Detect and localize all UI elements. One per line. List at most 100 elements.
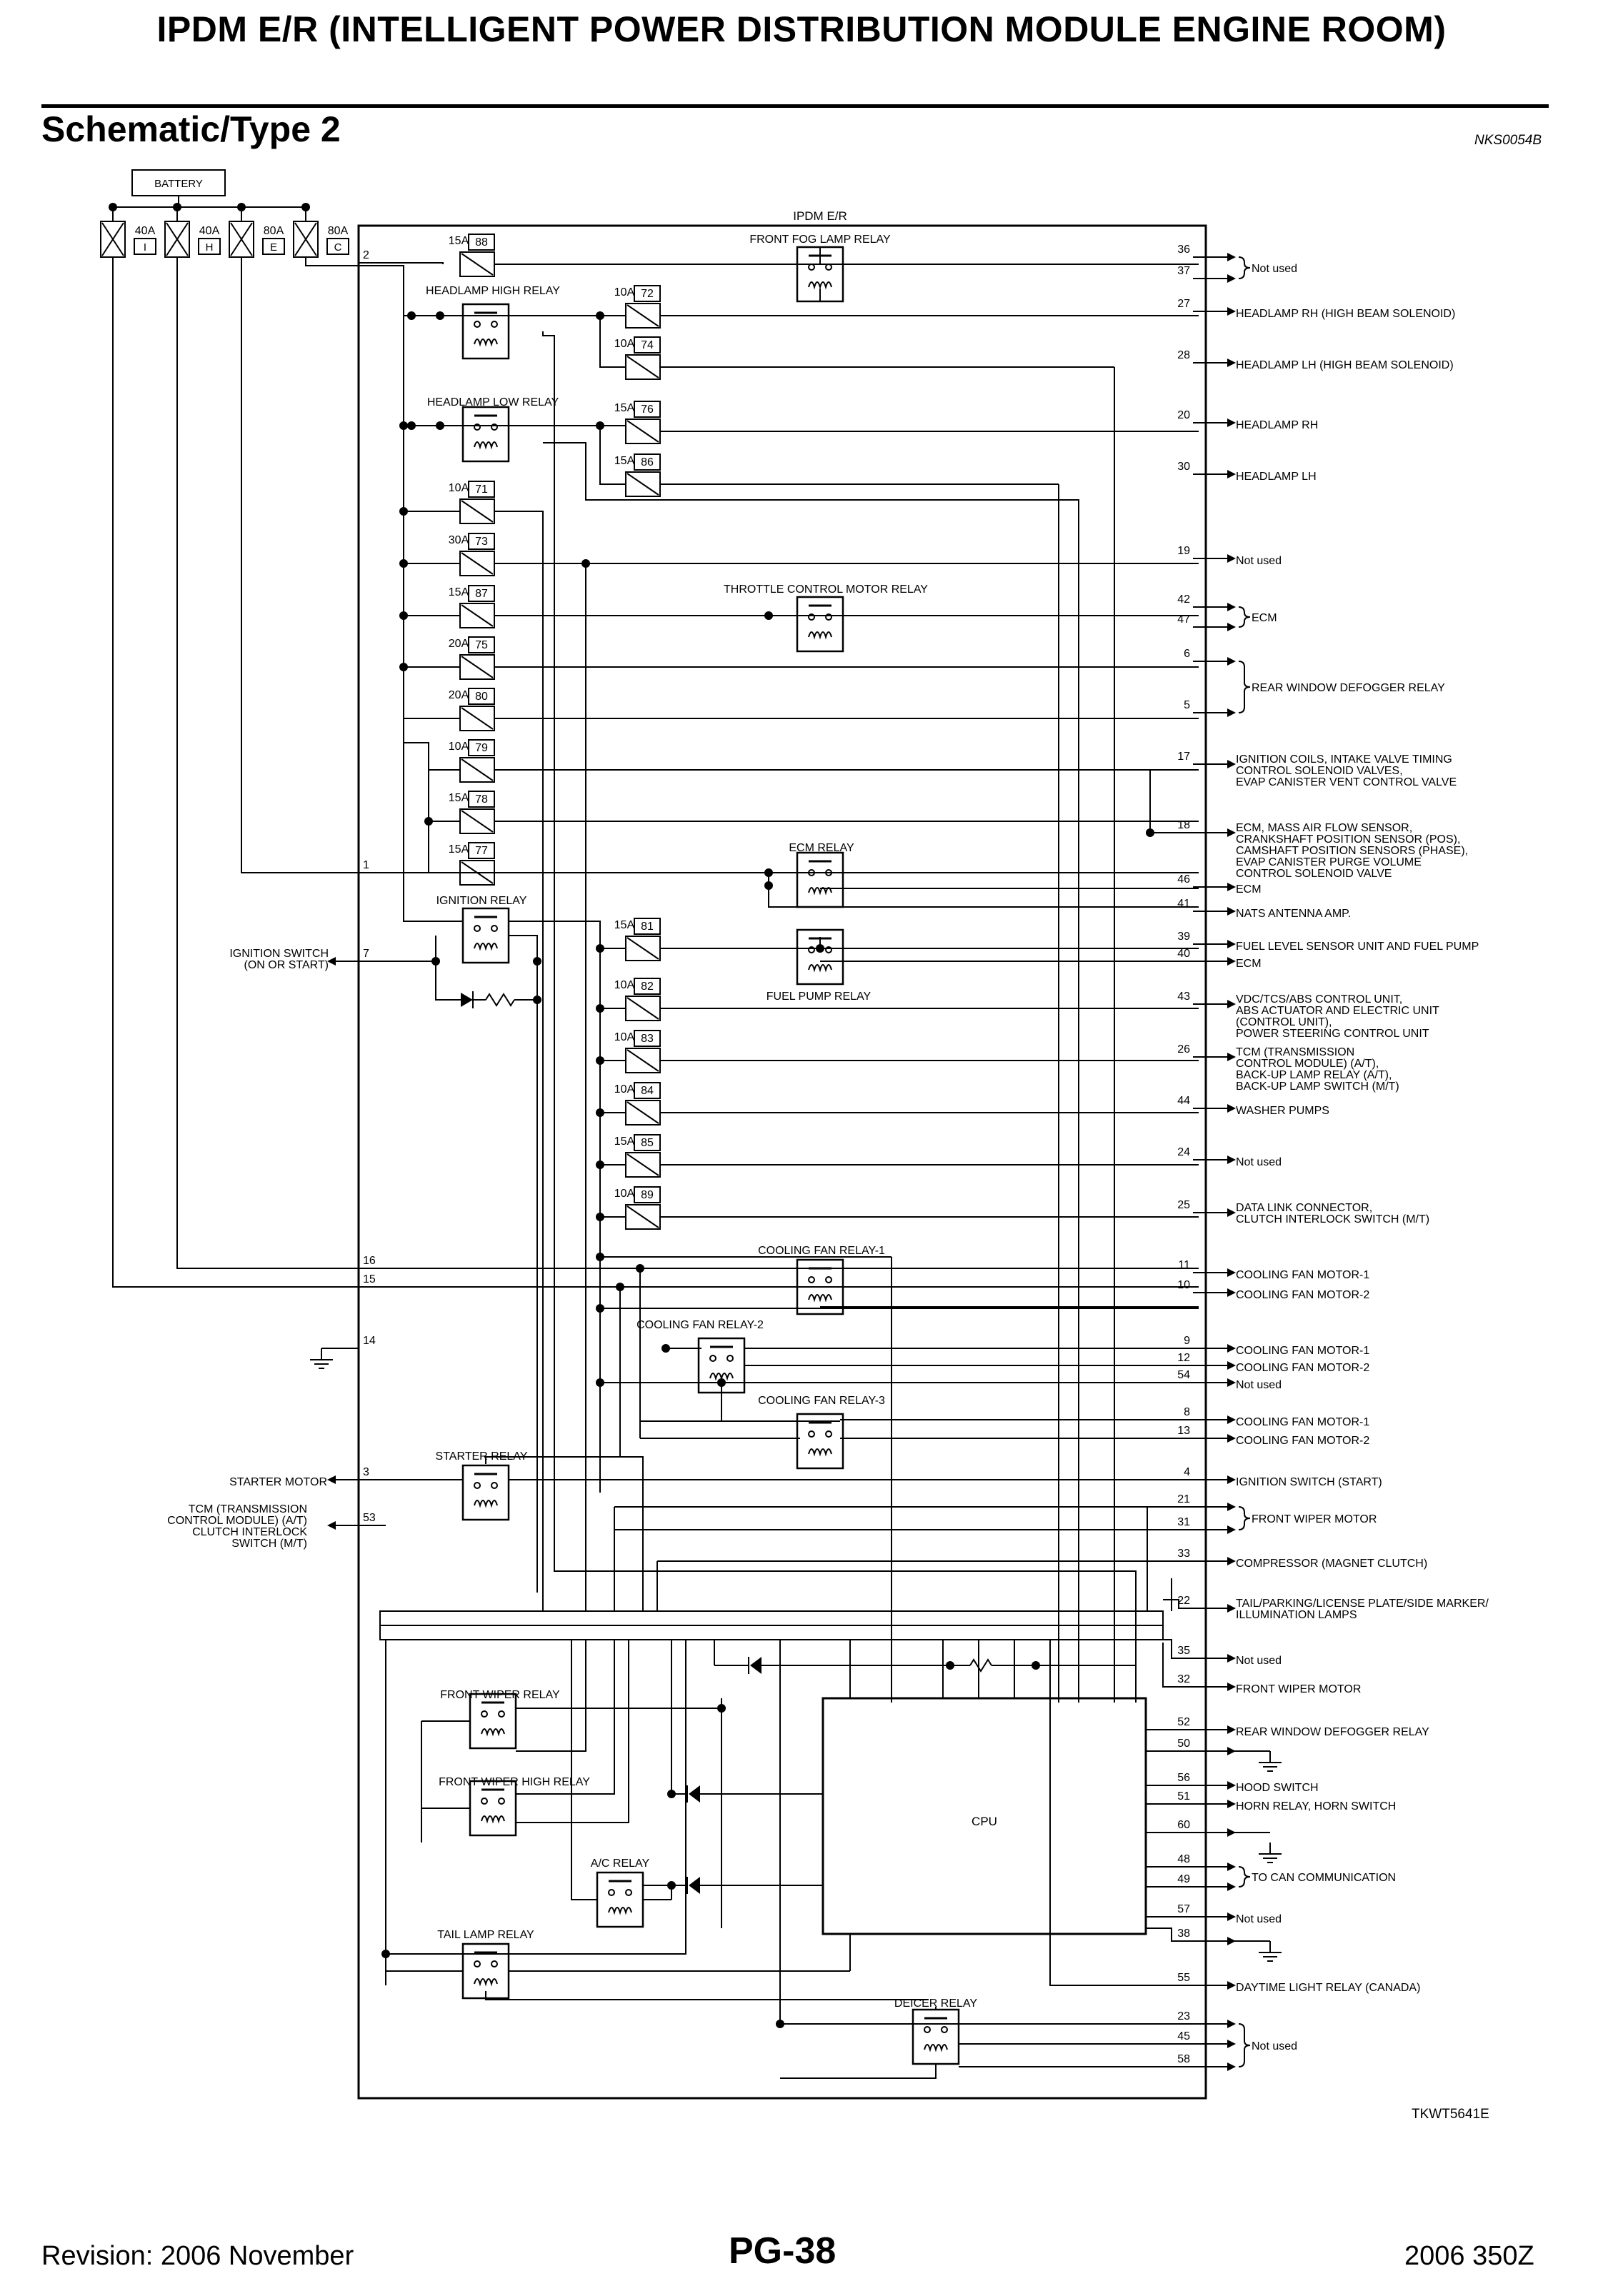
junction-dot: [237, 203, 246, 211]
footer-model: 2006 350Z: [1404, 2241, 1534, 2271]
terminal-label: ECM: [1236, 883, 1262, 896]
terminal-label: HORN RELAY, HORN SWITCH: [1236, 1800, 1396, 1813]
terminal-arrow-right: [1227, 274, 1236, 283]
diode-symbol: [750, 1657, 761, 1674]
main-fuse-id: E: [270, 241, 277, 254]
main-fuse-id: C: [334, 241, 342, 254]
terminal-arrow-right: [1227, 1800, 1236, 1808]
terminal-label: DAYTIME LIGHT RELAY (CANADA): [1236, 1982, 1420, 1994]
terminal-pin-number: 4: [1184, 1466, 1190, 1478]
terminal-pin-number: 38: [1177, 1927, 1190, 1940]
terminal-pin-number: 39: [1177, 931, 1190, 943]
main-fuse-rating: 40A: [135, 225, 156, 237]
terminal-pin-number: 22: [1177, 1595, 1190, 1607]
wire: [780, 2064, 937, 2079]
terminal-arrow-right: [1227, 1981, 1236, 1990]
terminal-pin-number: 60: [1177, 1819, 1190, 1831]
terminal-pin-number: 33: [1177, 1548, 1190, 1560]
wire: [1163, 1639, 1199, 1659]
terminal-pin-number: 17: [1177, 751, 1190, 763]
relay-label: HEADLAMP HIGH RELAY: [426, 285, 560, 297]
terminal-arrow-right: [1227, 907, 1236, 916]
terminal-brace: [1238, 1866, 1251, 1888]
relay-terminal: [474, 1482, 481, 1489]
terminal-pin-number: 25: [1177, 1199, 1190, 1211]
terminal-arrow-right: [1227, 1288, 1236, 1297]
terminal-pin-number: 8: [1184, 1406, 1190, 1418]
diode-symbol: [689, 1877, 700, 1894]
fuse-element: [461, 758, 494, 781]
fuse-number-box: [634, 978, 661, 995]
terminal-pin-number: 1: [363, 859, 369, 871]
terminal-arrow-right: [1227, 760, 1236, 768]
terminal-pin-number: 3: [363, 1466, 369, 1478]
relay-terminal: [625, 1889, 632, 1896]
wire: [403, 873, 463, 922]
relay-symbol: [469, 1780, 517, 1837]
relay-symbol: [461, 907, 510, 964]
terminal-brace: [1238, 661, 1251, 713]
terminal-arrow-right: [1227, 1415, 1236, 1424]
fuse-rating: 15A: [449, 235, 469, 247]
diode-symbol: [461, 993, 473, 1007]
relay-terminal: [825, 1276, 832, 1283]
fuse-element: [626, 1153, 659, 1176]
wire: [571, 1640, 597, 1900]
fuse-rating: 10A: [614, 1031, 635, 1043]
terminal-arrow-right: [1227, 1378, 1236, 1387]
wire: [516, 1640, 586, 1752]
terminal-label: ECM: [1236, 958, 1262, 970]
relay-label: FRONT WIPER RELAY: [440, 1689, 560, 1701]
terminal-label: COOLING FAN MOTOR-2: [1236, 1435, 1369, 1447]
relay-label: COOLING FAN RELAY-3: [758, 1395, 885, 1407]
terminal-pin-number: 54: [1177, 1369, 1190, 1381]
module-label: IPDM E/R: [793, 209, 847, 223]
fuse-element: [626, 1101, 659, 1124]
terminal-pin-number: 28: [1177, 349, 1190, 361]
fuse-element: [230, 222, 253, 256]
fuse-element: [461, 552, 494, 575]
terminal-arrow-right: [1227, 828, 1236, 837]
fuse-number-box: [634, 453, 661, 471]
terminal-label: COOLING FAN MOTOR-2: [1236, 1289, 1369, 1301]
fuse-number-box: [468, 842, 495, 859]
fuse-number: 89: [641, 1189, 654, 1201]
terminal-arrow-right: [1227, 940, 1236, 948]
fuse-number: 76: [641, 403, 654, 416]
fuse-number: 83: [641, 1033, 654, 1045]
relay-coil: [808, 631, 832, 640]
terminal-pin-number: 24: [1177, 1146, 1190, 1158]
terminal-pin-number: 43: [1177, 991, 1190, 1003]
terminal-pin-number: 5: [1184, 699, 1190, 711]
wire: [509, 935, 538, 1593]
fuse-number-box: [634, 401, 661, 418]
terminal-label: Not used: [1236, 1156, 1282, 1168]
terminal-pin-number: 53: [363, 1512, 376, 1524]
terminal-pin-number: 20: [1177, 409, 1190, 421]
wire: [435, 936, 461, 1001]
terminal-arrow-right: [1227, 883, 1236, 891]
terminal-label: Not used: [1236, 1379, 1282, 1391]
terminal-arrow-right: [1227, 1781, 1236, 1790]
fuse-rating: 10A: [449, 482, 469, 494]
resistor-symbol: [485, 993, 515, 1007]
terminal-arrow-left: [327, 1521, 336, 1530]
terminal-arrow-right: [1227, 1475, 1236, 1484]
main-fuse-id: H: [206, 241, 214, 254]
terminal-pin-number: 6: [1184, 648, 1190, 660]
fuse-number: 81: [641, 921, 654, 933]
terminal-label: COOLING FAN MOTOR-2: [1236, 1362, 1369, 1374]
document-code: NKS0054B: [1474, 133, 1542, 148]
relay-terminal: [491, 1960, 498, 1967]
wire: [485, 1991, 929, 2000]
terminal-label: REAR WINDOW DEFOGGER RELAY: [1236, 1726, 1429, 1738]
terminal-arrow-right: [1227, 1683, 1236, 1691]
relay-label: TAIL LAMP RELAY: [437, 1929, 534, 1941]
relay-terminal: [709, 1355, 716, 1362]
terminal-label: TO CAN COMMUNICATION: [1252, 1872, 1396, 1884]
relay-terminal: [924, 2026, 931, 2033]
terminal-label: Not used: [1236, 1913, 1282, 1925]
terminal-label: Not used: [1236, 1655, 1282, 1667]
terminal-arrow-right: [1227, 1344, 1236, 1353]
